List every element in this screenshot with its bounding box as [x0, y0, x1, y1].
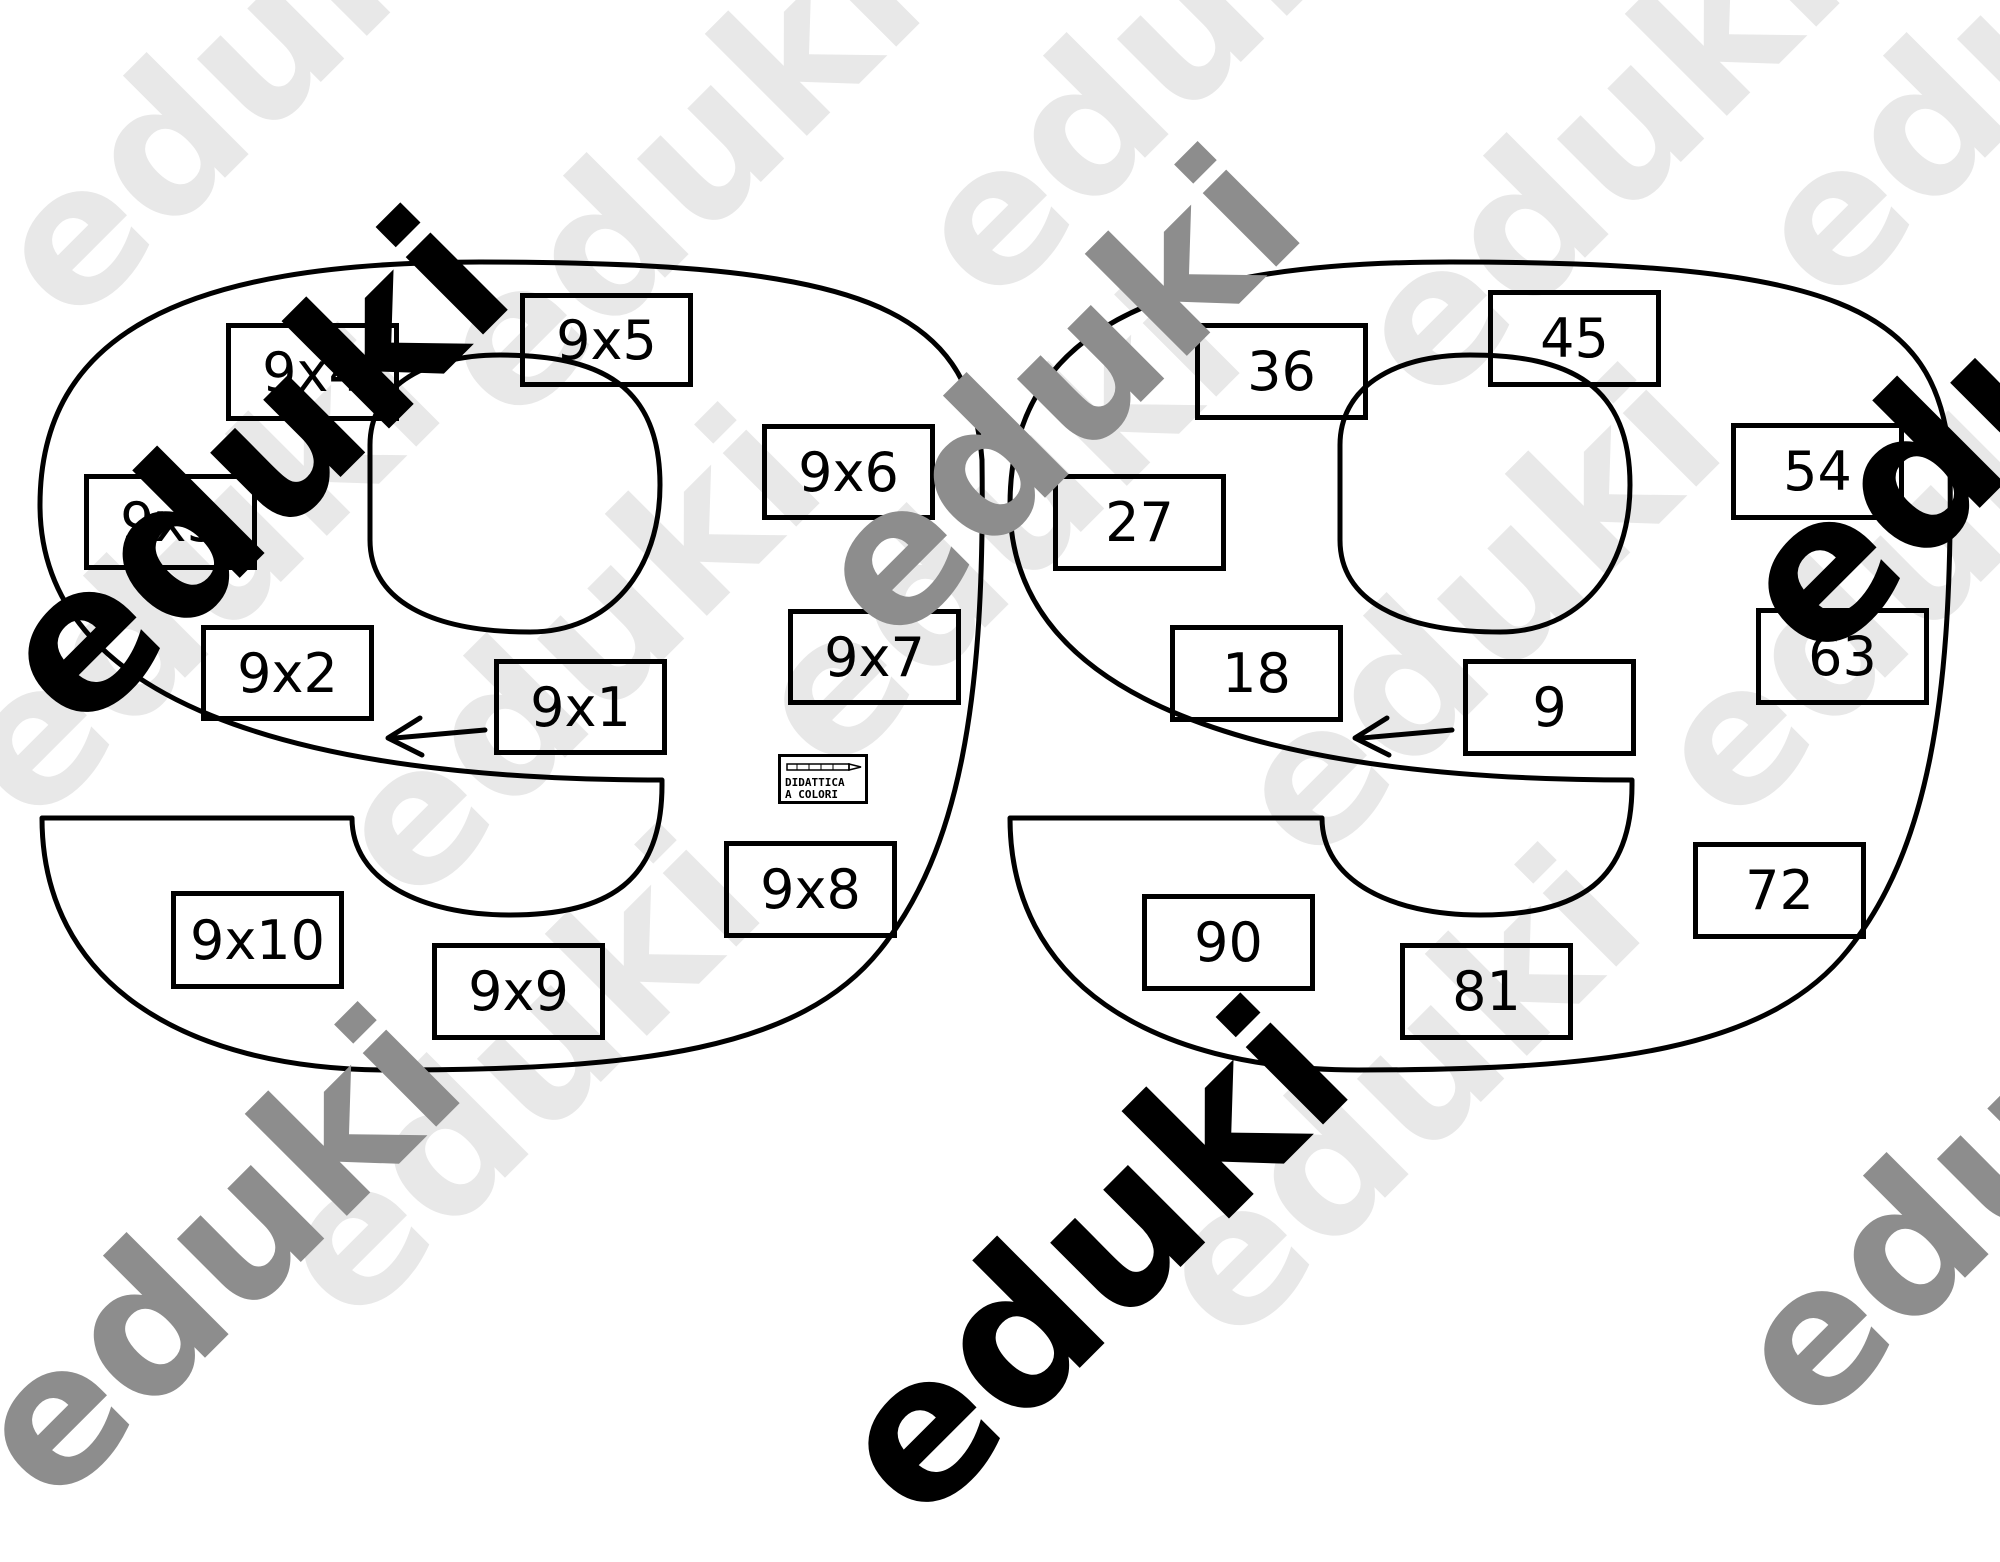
left-box-9x9[interactable]: 9x9	[432, 943, 605, 1040]
nine-outlines	[37, 259, 1953, 1073]
box-label: 72	[1745, 859, 1814, 922]
logo-line-2: A COLORI	[785, 788, 838, 801]
left-arrow-head	[385, 715, 425, 758]
box-label: 9x3	[120, 490, 221, 554]
box-label: 27	[1105, 491, 1174, 554]
right-arrow-head	[1352, 715, 1392, 758]
right-box-45[interactable]: 45	[1488, 290, 1661, 387]
left-box-9x7[interactable]: 9x7	[788, 609, 961, 705]
right-box-72[interactable]: 72	[1693, 842, 1866, 939]
box-label: 9x10	[189, 908, 326, 972]
right-nine-counter	[1337, 352, 1633, 635]
box-label: 9	[1532, 676, 1567, 739]
right-box-36[interactable]: 36	[1195, 323, 1368, 420]
right-box-54[interactable]: 54	[1731, 423, 1904, 520]
left-box-9x8[interactable]: 9x8	[724, 841, 897, 938]
left-box-9x4[interactable]: 9x4	[226, 323, 399, 421]
box-label: 18	[1222, 642, 1291, 705]
right-box-63[interactable]: 63	[1756, 608, 1929, 705]
box-label: 54	[1783, 440, 1852, 503]
box-label: 90	[1194, 911, 1263, 974]
box-label: 81	[1452, 960, 1521, 1023]
left-nine-outline-right	[39, 457, 985, 1073]
right-nine-outline	[1007, 259, 1953, 788]
left-nine-counter	[367, 352, 663, 635]
didattica-a-colori-logo: DIDATTICA A COLORI	[778, 754, 868, 804]
left-arrow-line	[392, 727, 488, 741]
left-box-9x10[interactable]: 9x10	[171, 891, 344, 989]
left-box-9x2[interactable]: 9x2	[201, 625, 374, 721]
left-box-9x6[interactable]: 9x6	[762, 424, 935, 520]
left-box-9x3[interactable]: 9x3	[84, 474, 257, 570]
right-box-18[interactable]: 18	[1170, 625, 1343, 722]
right-box-81[interactable]: 81	[1400, 943, 1573, 1040]
logo-line-1: DIDATTICA	[785, 776, 845, 789]
box-label: 9x9	[468, 960, 569, 1023]
right-box-9[interactable]: 9	[1463, 659, 1636, 756]
box-label: 9x7	[824, 625, 925, 689]
box-label: 9x4	[262, 340, 363, 404]
box-label: 9x8	[760, 858, 861, 921]
right-nine-outline-right	[1007, 457, 1953, 1073]
box-label: 9x2	[237, 641, 338, 705]
box-label: 9x5	[556, 308, 657, 372]
box-label: 45	[1540, 307, 1609, 370]
right-arrow-line	[1359, 727, 1455, 741]
pencil-icon	[786, 763, 862, 771]
box-label: 36	[1247, 340, 1316, 403]
left-box-9x1[interactable]: 9x1	[494, 659, 667, 755]
box-label: 63	[1808, 625, 1877, 688]
right-box-90[interactable]: 90	[1142, 894, 1315, 991]
left-box-9x5[interactable]: 9x5	[520, 293, 693, 387]
right-box-27[interactable]: 27	[1053, 474, 1226, 571]
box-label: 9x1	[530, 675, 631, 739]
left-nine-outline	[37, 259, 985, 788]
box-label: 9x6	[798, 440, 899, 504]
